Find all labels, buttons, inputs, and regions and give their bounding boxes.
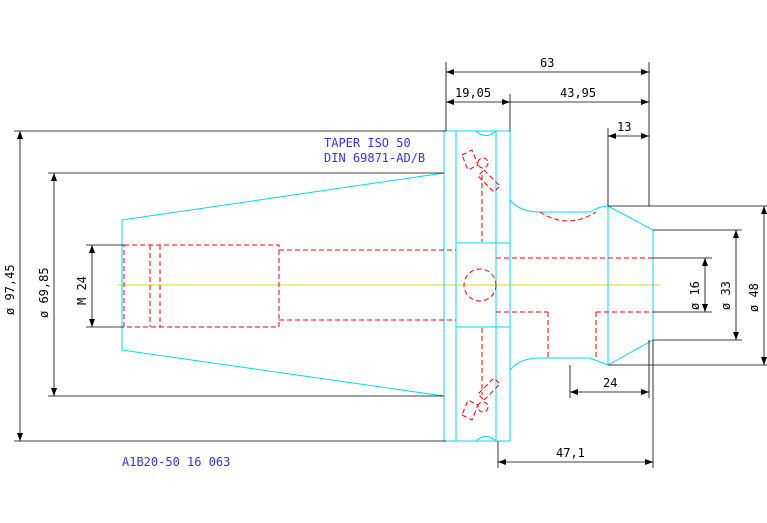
taper-note-line2: DIN 69871-AD/B <box>324 151 425 165</box>
dim-gauge-length: 47,1 <box>497 340 654 468</box>
dim-flange-width-label: 19,05 <box>455 86 491 100</box>
retention-slots <box>461 149 501 421</box>
taper-note-line1: TAPER ISΟ 50 <box>324 136 411 150</box>
dim-dia-16-label: ø 16 <box>688 281 702 310</box>
dim-body-length-label: 43,95 <box>560 86 596 100</box>
nose-body <box>509 131 654 441</box>
dim-nose-length-label: 13 <box>617 120 631 134</box>
dim-dia-97: ø 97,45 <box>3 130 446 442</box>
dim-thread-label: M 24 <box>75 276 89 305</box>
dim-bore-depth: 24 <box>569 340 650 398</box>
dim-gauge-length-label: 47,1 <box>556 446 585 460</box>
dim-bore-depth-label: 24 <box>603 376 617 390</box>
dim-overall-length-label: 63 <box>540 56 554 70</box>
dim-thread: M 24 <box>75 244 124 328</box>
dim-flange-body: 19,05 43,95 <box>446 86 649 131</box>
dim-dia-33: ø 33 <box>653 229 742 341</box>
dim-dia-16: ø 16 <box>653 257 712 313</box>
dim-dia-97-label: ø 97,45 <box>3 264 17 315</box>
internal-bore <box>123 211 653 358</box>
dim-dia-48: ø 48 <box>608 205 767 366</box>
dim-dia-48-label: ø 48 <box>747 283 761 312</box>
part-code: A1B20-50 16 063 <box>122 455 230 469</box>
dim-dia-69: ø 69,85 <box>37 172 444 397</box>
dim-dia-33-label: ø 33 <box>719 281 733 310</box>
dim-dia-69-label: ø 69,85 <box>37 267 51 318</box>
dim-overall-length: 63 <box>445 56 650 206</box>
flange-outline <box>443 130 511 442</box>
dim-nose-length: 13 <box>607 120 649 206</box>
